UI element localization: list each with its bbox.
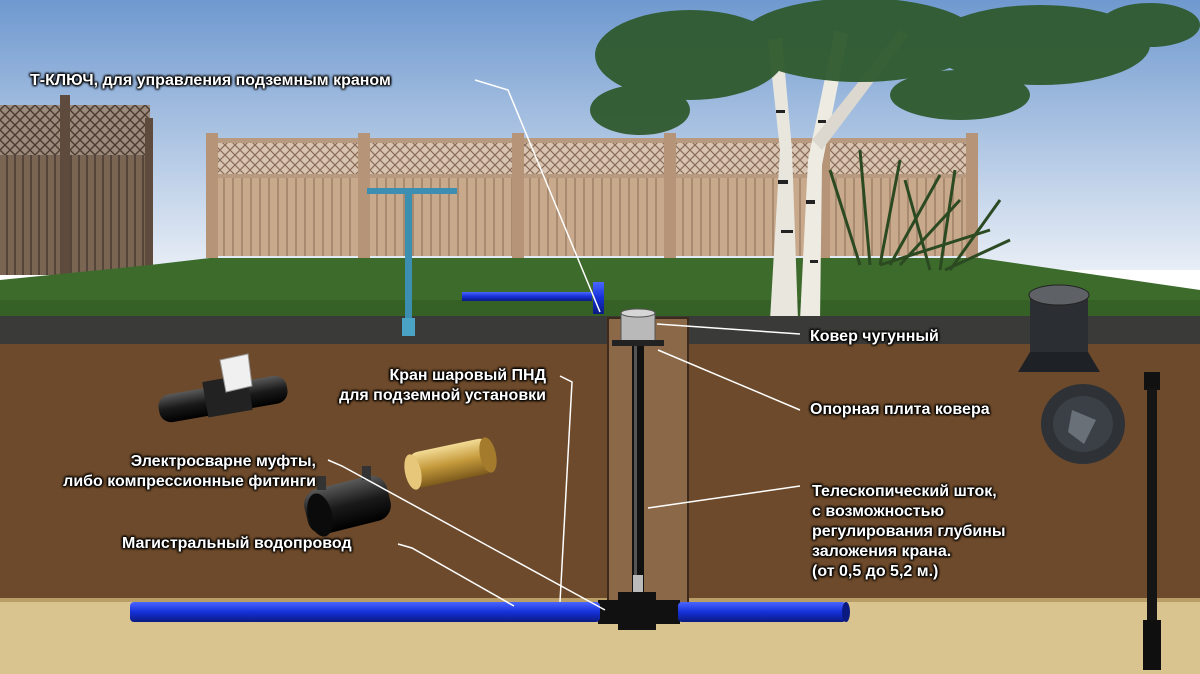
ball-valve (598, 592, 680, 630)
telescopic-stem-image (1143, 372, 1161, 670)
cover-product-image (1018, 284, 1100, 372)
t-key-head (462, 282, 604, 314)
label-support-plate: Опорная плита ковера (810, 401, 990, 418)
label-stem-line5: (от 0,5 до 5,2 м.) (812, 563, 939, 580)
label-stem-line4: заложения крана. (812, 543, 952, 560)
telescopic-stem (632, 346, 644, 596)
label-main-pipe: Магистральный водопровод (122, 535, 352, 552)
asphalt-layer (0, 316, 1200, 344)
label-stem-line2: с возможностью (812, 503, 945, 520)
label-stem-line1: Телескопический шток, (812, 483, 997, 500)
label-cover: Ковер чугунный (810, 328, 939, 345)
label-valve-line1: Кран шаровый ПНД (389, 367, 546, 384)
label-fittings-line1: Электросварне муфты, (130, 453, 316, 470)
label-valve: Кран шаровый ПНД для подземной установки (300, 366, 546, 406)
electrofusion-coupling-image (304, 466, 391, 537)
soil-layer (0, 344, 1200, 602)
label-t-key: Т-КЛЮЧ, для управления подземным краном (30, 72, 391, 89)
cast-iron-cover (612, 308, 664, 346)
label-fittings: Электросварне муфты, либо компрессионные… (8, 452, 316, 492)
back-fence (206, 133, 978, 258)
label-telescopic-stem: Телескопический шток, с возможностью рег… (812, 482, 1006, 582)
t-key (367, 188, 457, 336)
left-fence (0, 95, 153, 275)
bushes (828, 149, 1011, 272)
label-valve-line2: для подземной установки (339, 387, 546, 404)
tree-foliage (590, 0, 1200, 135)
trench (607, 317, 689, 609)
pe-ball-valve-image (158, 353, 288, 423)
compression-fitting-image (404, 437, 497, 490)
label-fittings-line2: либо компрессионные фитинги (63, 473, 316, 490)
pointer-lines (327, 79, 801, 611)
support-plate-image (1041, 384, 1125, 464)
label-stem-line3: регулирования глубины (812, 523, 1006, 540)
main-water-pipe (130, 602, 850, 622)
